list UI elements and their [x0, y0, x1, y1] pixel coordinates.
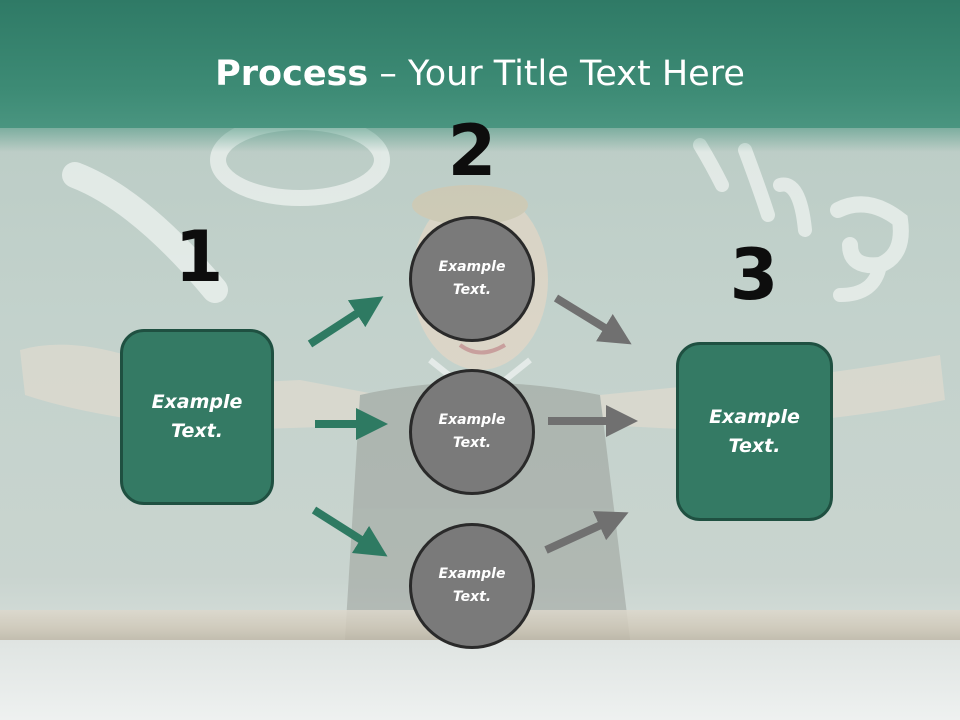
step-number-3: 3 — [729, 234, 779, 316]
gray-arrow-up — [544, 511, 629, 554]
step-2-circle-bottom-text: Example Text. — [438, 566, 506, 605]
step-3-box[interactable]: Example Text. — [676, 342, 833, 521]
slide-title[interactable]: Process – Your Title Text Here — [0, 52, 960, 96]
title-band — [0, 0, 960, 128]
title-band-fade — [0, 128, 960, 152]
step-number-2: 2 — [447, 110, 497, 192]
slide-title-bold: Process — [215, 54, 369, 94]
slide-title-rest: – Your Title Text Here — [368, 54, 745, 94]
gray-arrow-down — [553, 294, 632, 345]
step-2-circle-middle[interactable]: Example Text. — [409, 369, 535, 495]
step-2-circle-middle-text: Example Text. — [438, 412, 506, 451]
step-3-text: Example Text. — [709, 405, 800, 457]
step-2-circle-bottom[interactable]: Example Text. — [409, 523, 535, 649]
green-arrow-down — [311, 506, 388, 557]
green-arrow-up — [307, 296, 384, 348]
floor — [0, 640, 960, 720]
step-1-text: Example Text. — [151, 391, 243, 442]
step-2-circle-top[interactable]: Example Text. — [409, 216, 535, 342]
step-2-circle-top-text: Example Text. — [438, 259, 506, 298]
step-1-box[interactable]: Example Text. — [120, 329, 274, 505]
step-number-1: 1 — [174, 216, 224, 298]
